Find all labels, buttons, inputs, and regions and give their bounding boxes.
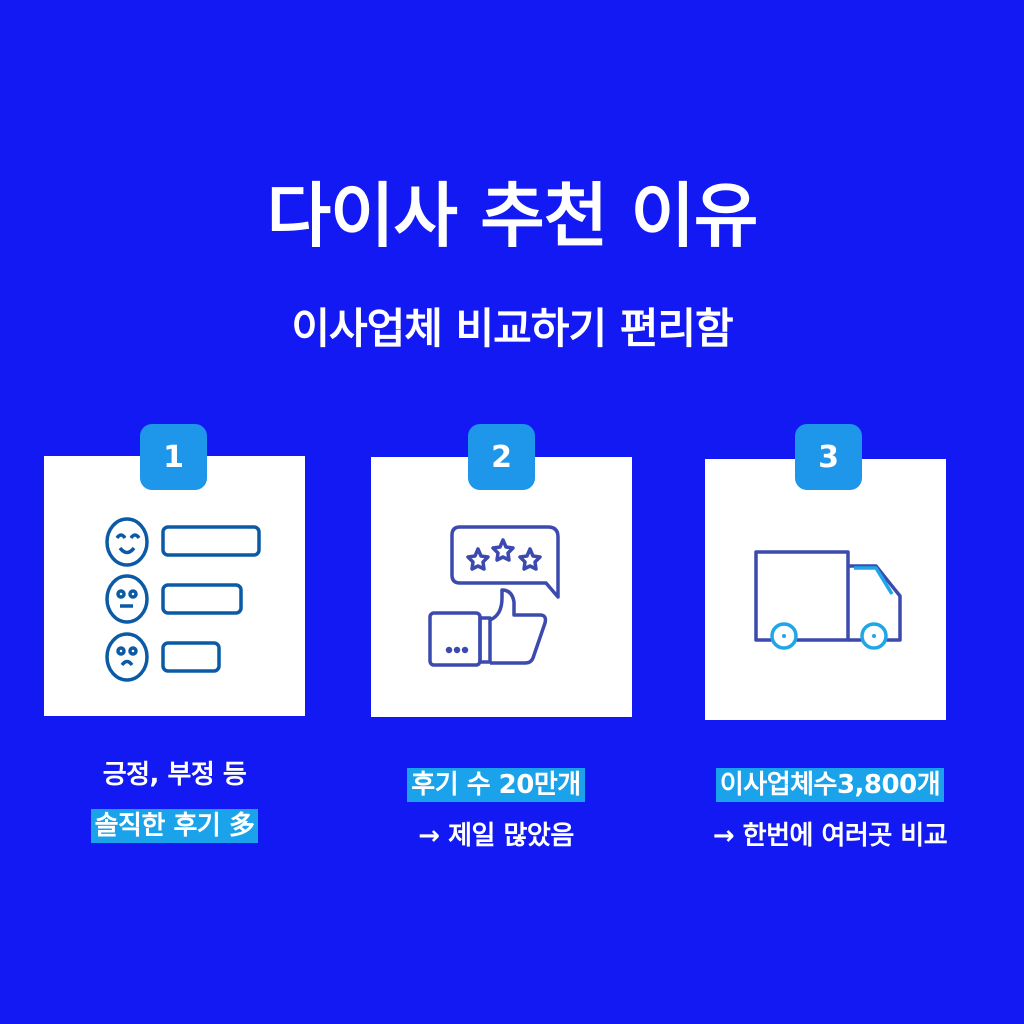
- caption-line-2: → 한번에 여러곳 비교: [712, 821, 948, 851]
- page-title: 다이사 추천 이유: [266, 175, 759, 257]
- caption-highlight: 이사업체수3,800개: [715, 768, 945, 802]
- review-faces-icon: [105, 517, 261, 682]
- caption-highlight: 솔직한 후기 多: [90, 809, 259, 843]
- number-badge-2: 2: [468, 424, 535, 490]
- caption-3: 이사업체수3,800개 → 한번에 여러곳 비교: [680, 760, 980, 862]
- caption-2: 후기 수 20만개 → 제일 많았음: [371, 760, 621, 862]
- caption-line-1: 긍정, 부정 등: [102, 760, 247, 790]
- page-subtitle: 이사업체 비교하기 편리함: [291, 304, 733, 353]
- caption-highlight: 후기 수 20만개: [407, 768, 585, 802]
- reason-card-3: [705, 459, 946, 720]
- number-badge-3: 3: [795, 424, 862, 490]
- number-badge-1: 1: [140, 424, 207, 490]
- caption-1: 긍정, 부정 등 솔직한 후기 多: [44, 750, 305, 852]
- moving-truck-icon: [754, 550, 902, 650]
- reason-card-2: [371, 457, 632, 717]
- caption-line-2: → 제일 많았음: [418, 821, 574, 851]
- rating-thumbs-up-icon: [428, 525, 560, 667]
